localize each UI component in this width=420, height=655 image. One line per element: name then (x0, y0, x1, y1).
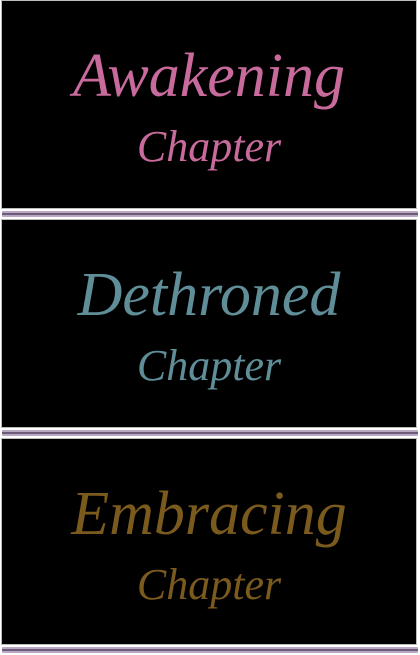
chapter-title: Awakening (72, 42, 346, 110)
divider (0, 645, 420, 655)
chapter-card-awakening[interactable]: Awakening Chapter (1, 0, 417, 209)
divider (0, 428, 420, 438)
chapter-card-embracing[interactable]: Embracing Chapter (1, 438, 417, 645)
chapter-title: Embracing (71, 480, 347, 548)
chapter-card-dethroned[interactable]: Dethroned Chapter (1, 219, 417, 428)
chapter-subtitle: Chapter (136, 341, 282, 390)
chapter-subtitle: Chapter (136, 560, 282, 609)
chapter-title: Dethroned (77, 261, 341, 329)
divider (0, 209, 420, 219)
chapter-subtitle: Chapter (136, 122, 282, 171)
